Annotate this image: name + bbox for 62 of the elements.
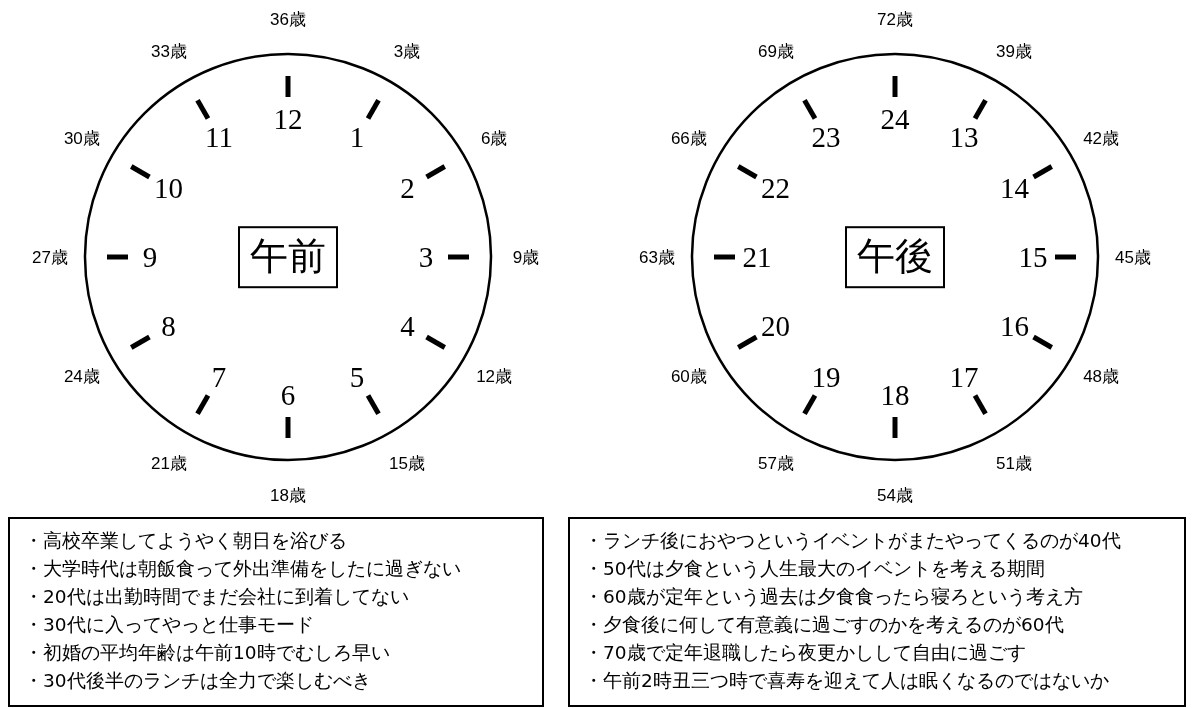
hour-number: 21: [742, 242, 772, 272]
hour-number: 8: [161, 311, 176, 341]
hour-number: 2: [400, 173, 415, 203]
hour-number: 14: [1000, 173, 1029, 203]
age-label: 9歳: [512, 248, 540, 266]
age-label: 51歳: [996, 454, 1032, 472]
age-label: 45歳: [1115, 248, 1151, 266]
note-text: ・午前2時丑三つ時で喜寿を迎えて人は眠くなるのではないか: [584, 669, 1109, 693]
age-label: 12歳: [476, 367, 513, 385]
age-label: 63歳: [639, 248, 675, 266]
hour-number: 9: [142, 242, 158, 272]
hour-number: 6: [280, 380, 296, 410]
note-box: [568, 517, 1186, 707]
note-text: ・30代に入ってやっと仕事モード: [24, 613, 314, 637]
hour-number: 11: [205, 123, 233, 152]
hour-number: 20: [761, 311, 790, 341]
age-label: 24歳: [63, 367, 100, 385]
hour-number: 1: [349, 123, 365, 152]
center-label-box: 午前: [238, 226, 338, 288]
hour-number: 13: [949, 123, 979, 152]
age-label: 33歳: [151, 42, 187, 60]
hour-number: 7: [211, 362, 227, 391]
hour-number: 15: [1018, 242, 1048, 272]
age-label: 48歳: [1083, 367, 1120, 385]
age-label: 36歳: [270, 10, 306, 28]
hour-number: 23: [811, 123, 841, 152]
hour-number: 18: [880, 380, 910, 410]
note-text: ・70歳で定年退職したら夜更かしして自由に過ごす: [584, 641, 1026, 665]
note-text: ・30代後半のランチは全力で楽しむべき: [24, 669, 371, 693]
hour-number: 10: [154, 173, 183, 203]
hour-number: 16: [1000, 311, 1029, 341]
age-label: 42歳: [1083, 129, 1120, 147]
age-label: 21歳: [151, 454, 187, 472]
hour-number: 17: [949, 362, 979, 391]
hour-number: 24: [880, 104, 910, 134]
age-label: 3歳: [393, 42, 421, 60]
center-label-box: 午後: [845, 226, 945, 288]
note-text: ・60歳が定年という過去は夕食食ったら寝ろという考え方: [584, 585, 1083, 609]
age-label: 27歳: [32, 248, 68, 266]
age-label: 66歳: [670, 129, 707, 147]
age-label: 15歳: [389, 454, 425, 472]
note-text: ・ランチ後におやつというイベントがまたやってくるのが40代: [584, 529, 1121, 553]
note-text: ・高校卒業してようやく朝日を浴びる: [24, 529, 347, 553]
hour-number: 3: [418, 242, 434, 272]
note-text: ・50代は夕食という人生最大のイベントを考える期間: [584, 557, 1045, 581]
age-label: 57歳: [758, 454, 794, 472]
age-label: 6歳: [480, 129, 508, 147]
note-text: ・夕食後に何して有意義に過ごすのかを考えるのが60代: [584, 613, 1064, 637]
hour-number: 19: [811, 362, 841, 391]
note-text: ・20代は出勤時間でまだ会社に到着してない: [24, 585, 409, 609]
note-box: [8, 517, 544, 707]
note-text: ・初婚の平均年齢は午前10時でむしろ早い: [24, 641, 390, 665]
hour-number: 22: [761, 173, 790, 203]
age-label: 72歳: [877, 10, 913, 28]
hour-number: 12: [273, 104, 303, 134]
hour-number: 5: [349, 362, 365, 391]
hour-number: 4: [400, 311, 415, 341]
note-text: ・大学時代は朝飯食って外出準備をしたに過ぎない: [24, 557, 461, 581]
age-label: 60歳: [670, 367, 707, 385]
age-label: 39歳: [996, 42, 1032, 60]
age-label: 69歳: [758, 42, 794, 60]
age-label: 30歳: [63, 129, 100, 147]
